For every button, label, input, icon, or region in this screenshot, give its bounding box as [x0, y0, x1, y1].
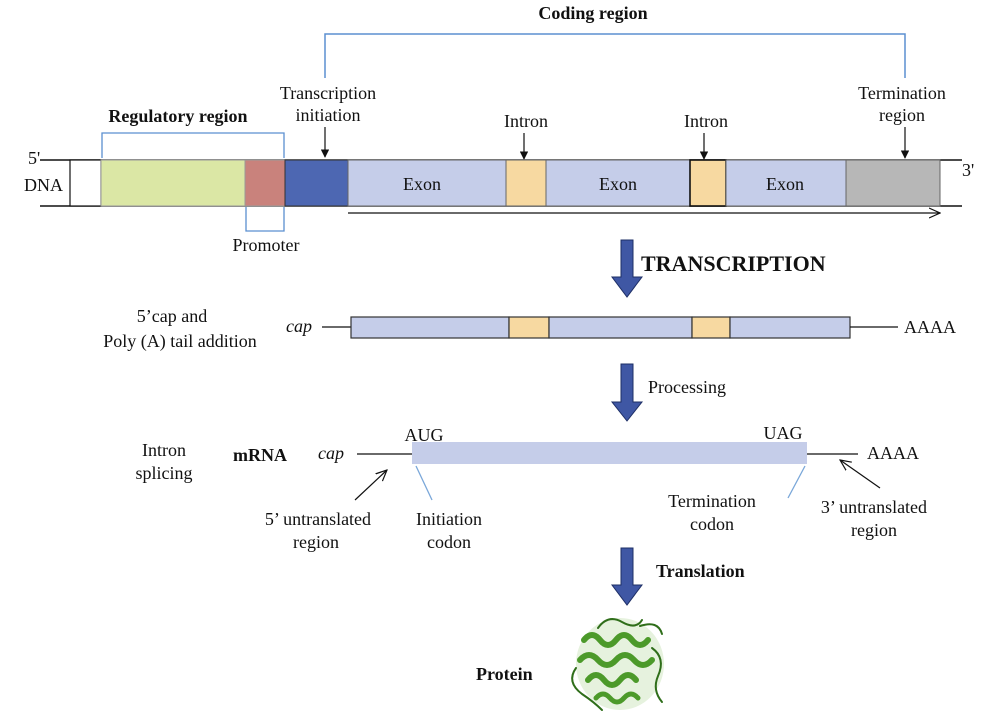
initiation-codon-label-line2: codon	[427, 532, 471, 552]
utr5-label-line1: 5’ untranslated	[265, 509, 371, 529]
utr5-arrow	[354, 470, 387, 501]
exon-label-1: Exon	[403, 174, 441, 194]
utr3-label-line2: region	[851, 520, 897, 540]
mrna-cap: cap	[318, 443, 344, 463]
pre-mrna-exon-3	[729, 316, 851, 339]
transcription-initiation-label-line2: initiation	[296, 105, 361, 125]
termination-region-segment	[845, 159, 941, 207]
mrna-tail: AAAA	[867, 443, 919, 463]
exon-segment-1	[347, 159, 507, 207]
utr3-arrow	[840, 460, 881, 489]
stop-codon-label: UAG	[764, 423, 803, 443]
pre-mrna-exon-2	[548, 316, 693, 339]
protein-ribbon-icon	[571, 618, 664, 711]
translation-down-arrow	[611, 547, 643, 606]
regulatory-region-label: Regulatory region	[108, 106, 247, 126]
initiation-codon-pointer	[415, 465, 433, 501]
pre-mrna-tail: AAAA	[904, 317, 956, 337]
coding-region-bracket	[324, 33, 906, 78]
transcription-initiation-segment	[284, 159, 349, 207]
transcription-initiation-label-line1: Transcription	[280, 83, 376, 103]
pre-mrna-label-line1: 5’cap and	[137, 306, 207, 326]
regulatory-region-bracket	[101, 132, 285, 158]
intron-label-2: Intron	[684, 111, 728, 131]
termination-codon-label-line1: Termination	[668, 491, 756, 511]
pre-mrna-exon-1	[350, 316, 510, 339]
protein-label: Protein	[476, 664, 533, 684]
termination-region-label-line2: region	[879, 105, 925, 125]
transcription-down-arrow	[611, 239, 643, 298]
translation-step-label: Translation	[656, 561, 745, 581]
dna-label: DNA	[24, 175, 63, 195]
five-prime-label: 5'	[28, 148, 40, 168]
utr5-label-line2: region	[293, 532, 339, 552]
intron-segment-1	[505, 159, 547, 207]
coding-region-label: Coding region	[538, 3, 647, 23]
exon-label-2: Exon	[599, 174, 637, 194]
utr3-label-line1: 3’ untranslated	[821, 497, 927, 517]
pre-mrna-intron-2	[691, 316, 731, 339]
intron-splicing-label-line1: Intron	[142, 440, 186, 460]
promoter-bracket	[245, 207, 285, 232]
termination-codon-pointer	[787, 465, 806, 499]
regulatory-region-segment	[100, 159, 246, 207]
mrna-coding-bar	[412, 442, 807, 464]
pre-mrna-label-line2: Poly (A) tail addition	[103, 331, 256, 352]
promoter-label: Promoter	[233, 235, 300, 255]
processing-down-arrow	[610, 363, 644, 422]
start-codon-label: AUG	[405, 425, 444, 445]
termination-codon-label-line2: codon	[690, 514, 734, 534]
mrna-label: mRNA	[233, 445, 287, 465]
transcription-step-label: TRANSCRIPTION	[641, 251, 826, 276]
pre-mrna-intron-1	[508, 316, 550, 339]
intron-splicing-label-line2: splicing	[136, 463, 193, 483]
termination-region-label-line1: Termination	[858, 83, 946, 103]
intron-segment-2	[689, 159, 727, 207]
initiation-codon-label-line1: Initiation	[416, 509, 482, 529]
three-prime-label: 3'	[962, 160, 974, 180]
exon-label-3: Exon	[766, 174, 804, 194]
intron-label-1: Intron	[504, 111, 548, 131]
pre-mrna-cap: cap	[286, 316, 312, 336]
dna-segment-upstream	[69, 159, 102, 207]
promoter-segment	[244, 159, 286, 207]
processing-step-label: Processing	[648, 377, 726, 397]
